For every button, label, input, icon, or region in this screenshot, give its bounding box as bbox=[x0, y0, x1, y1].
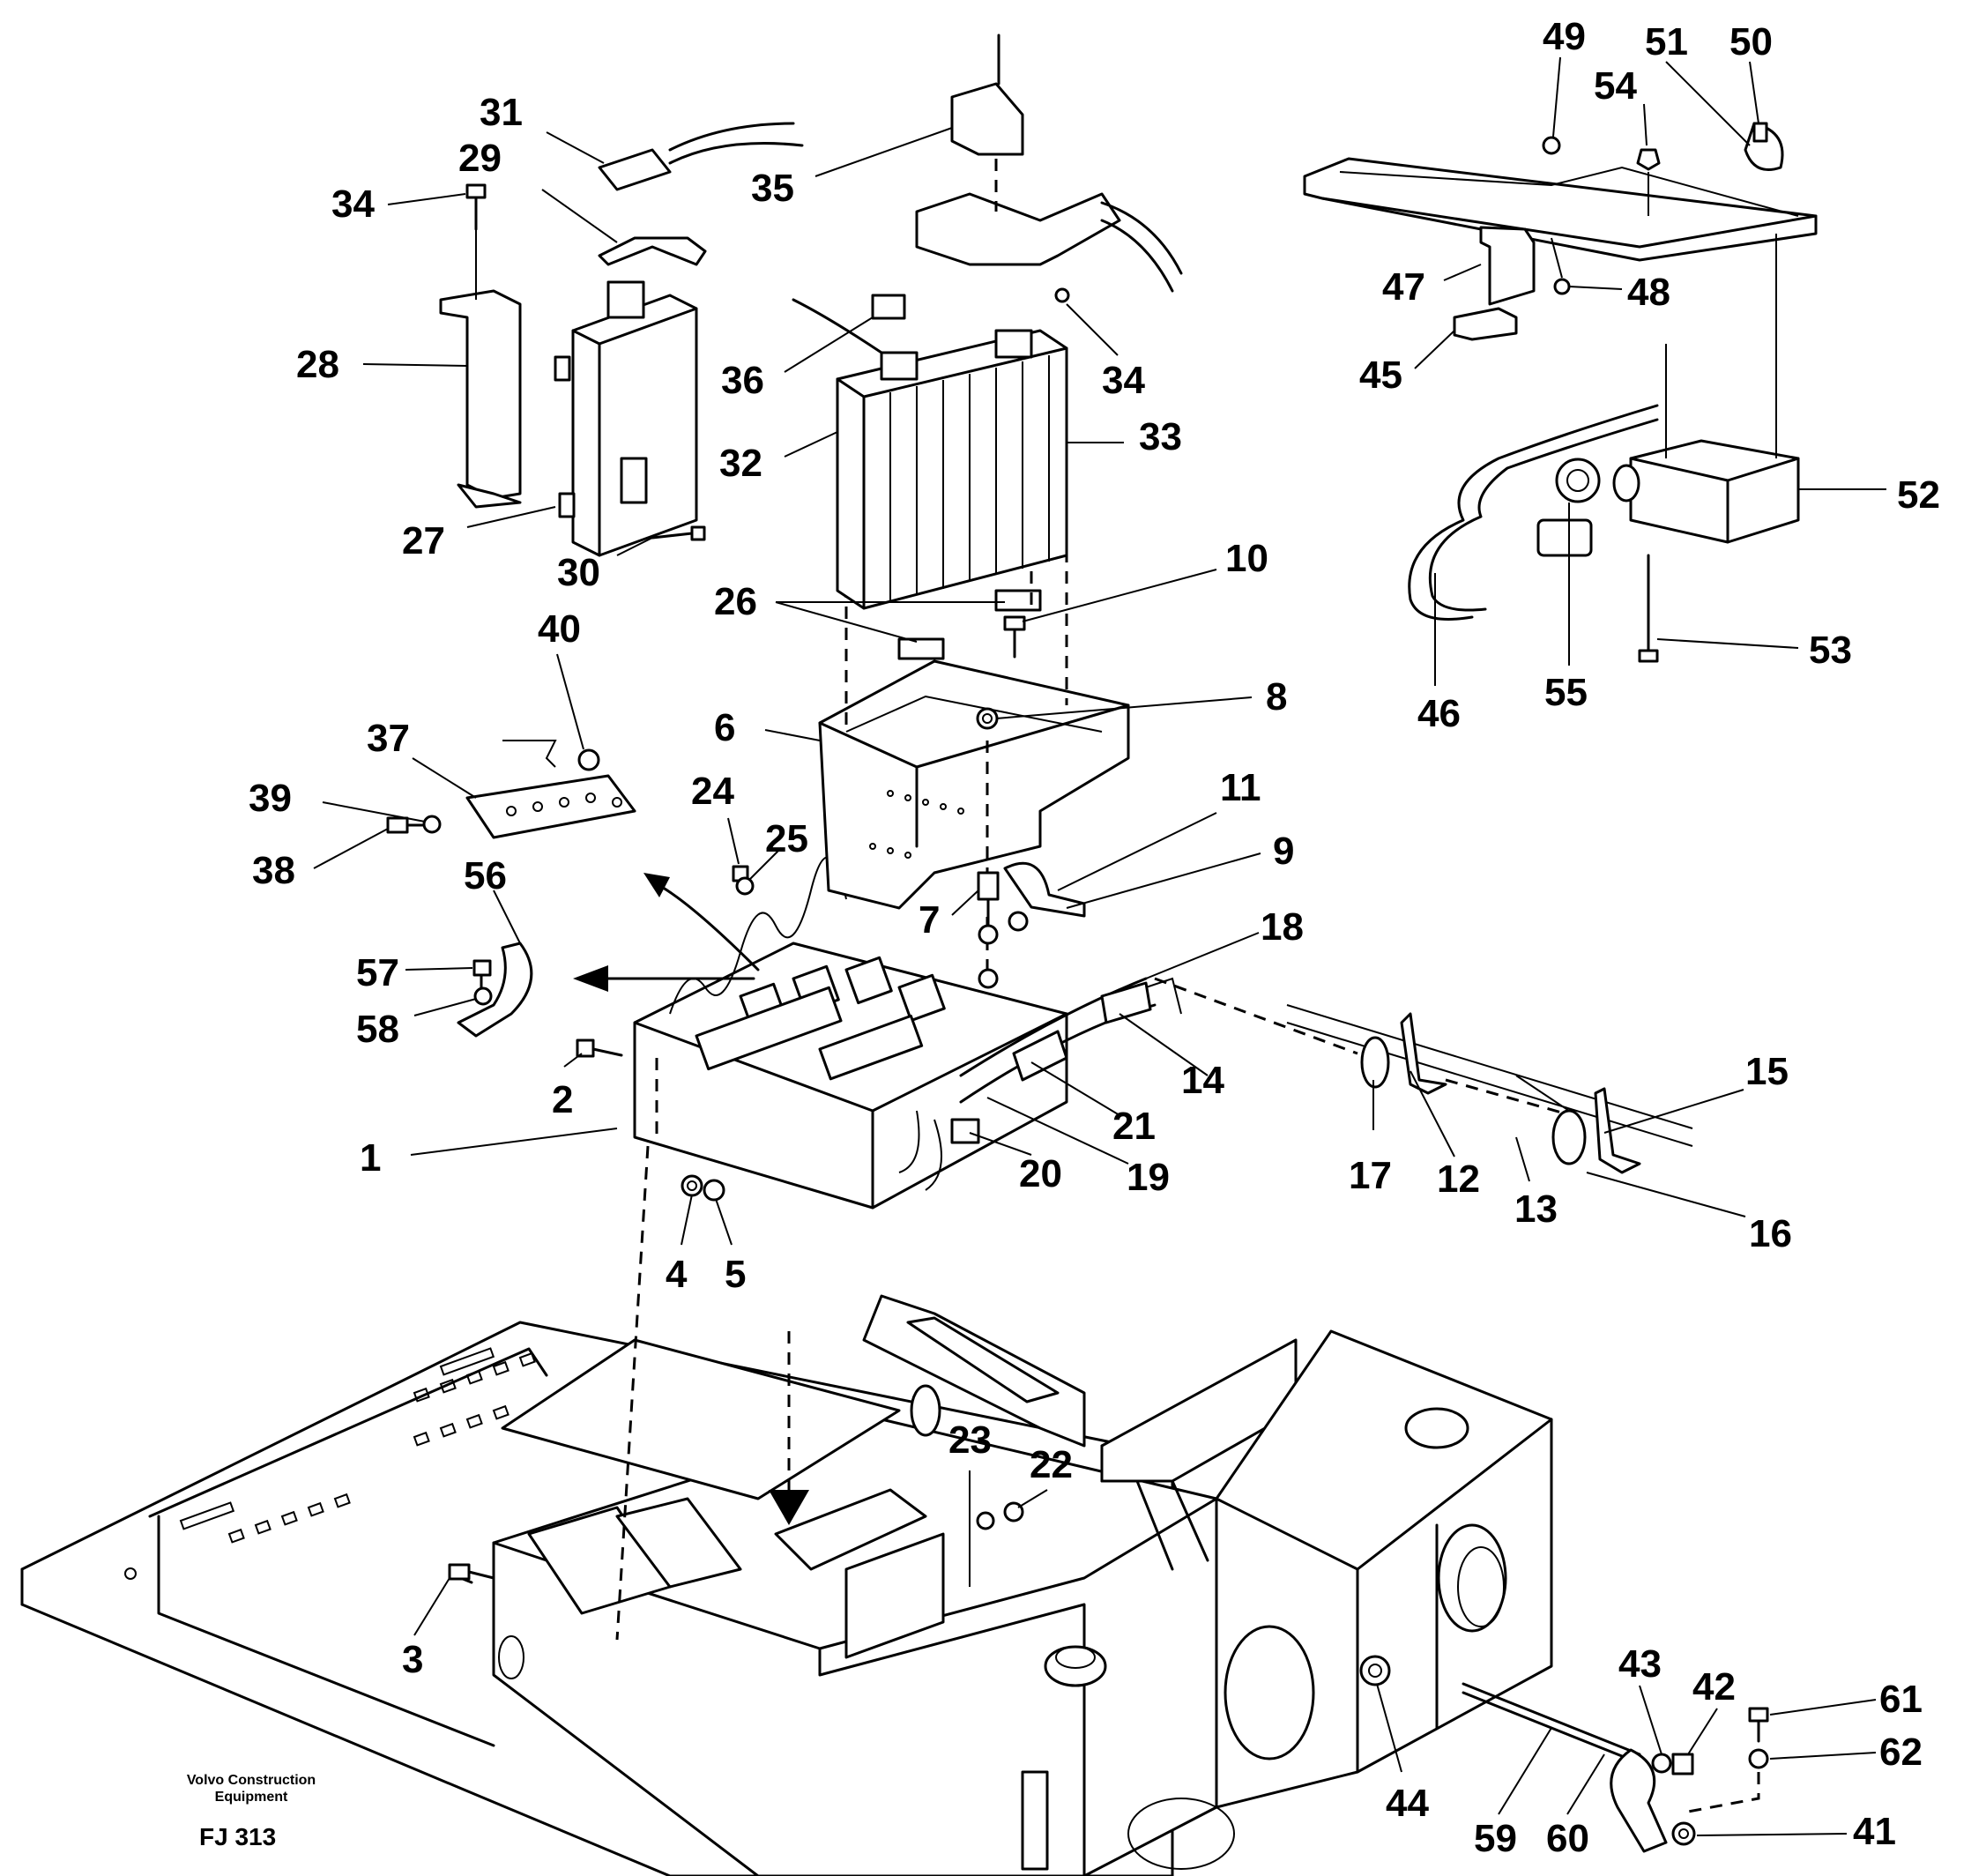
label-42: 42 bbox=[1692, 1665, 1736, 1708]
label-48: 48 bbox=[1627, 271, 1670, 314]
battery-cable-assembly bbox=[915, 34, 1183, 303]
control-unit bbox=[439, 122, 804, 557]
label-24: 24 bbox=[691, 770, 734, 813]
label-57: 57 bbox=[356, 951, 399, 994]
label-52: 52 bbox=[1897, 473, 1940, 517]
label-35: 35 bbox=[751, 167, 794, 210]
terminal-strip bbox=[386, 740, 760, 992]
label-22: 22 bbox=[1030, 1443, 1073, 1486]
label-62: 62 bbox=[1879, 1731, 1923, 1774]
label-40: 40 bbox=[538, 607, 581, 651]
label-23: 23 bbox=[948, 1418, 992, 1462]
batteries bbox=[792, 294, 1068, 610]
label-58: 58 bbox=[356, 1008, 399, 1051]
label-17: 17 bbox=[1349, 1154, 1392, 1197]
label-43: 43 bbox=[1618, 1642, 1662, 1686]
central-electrical-box bbox=[576, 856, 1182, 1641]
label-4: 4 bbox=[666, 1253, 688, 1296]
label-6: 6 bbox=[714, 706, 735, 749]
label-50: 50 bbox=[1729, 20, 1773, 63]
label-25: 25 bbox=[765, 817, 808, 860]
label-27: 27 bbox=[402, 519, 445, 562]
label-31: 31 bbox=[480, 91, 523, 134]
label-11: 11 bbox=[1220, 766, 1261, 809]
cover-holes bbox=[869, 790, 964, 859]
label-19: 19 bbox=[1127, 1156, 1170, 1199]
label-10: 10 bbox=[1225, 537, 1268, 580]
cover-box bbox=[732, 529, 1130, 989]
label-55: 55 bbox=[1544, 671, 1588, 714]
mounting-plate bbox=[1303, 122, 1818, 663]
label-32: 32 bbox=[719, 442, 762, 485]
label-26: 26 bbox=[714, 580, 757, 623]
label-20: 20 bbox=[1019, 1152, 1062, 1195]
credit-line-1: Volvo Construction bbox=[186, 1773, 316, 1788]
label-45: 45 bbox=[1359, 354, 1402, 397]
bracket-56 bbox=[457, 942, 533, 1038]
label-54: 54 bbox=[1594, 64, 1637, 108]
base-frame bbox=[20, 1294, 1641, 1876]
credit-line-2: Equipment bbox=[214, 1790, 288, 1805]
label-16: 16 bbox=[1749, 1212, 1792, 1255]
label-7: 7 bbox=[919, 898, 940, 942]
label-1: 1 bbox=[360, 1136, 381, 1180]
label-33: 33 bbox=[1139, 415, 1182, 458]
label-2: 2 bbox=[552, 1078, 573, 1121]
label-46: 46 bbox=[1417, 692, 1461, 735]
label-34-right: 34 bbox=[1102, 359, 1145, 402]
label-12: 12 bbox=[1437, 1158, 1480, 1201]
label-37: 37 bbox=[367, 717, 410, 760]
leader-lines bbox=[313, 56, 1886, 1836]
label-47: 47 bbox=[1382, 265, 1425, 309]
deck-slots bbox=[179, 1347, 536, 1544]
label-60: 60 bbox=[1546, 1817, 1589, 1860]
label-41: 41 bbox=[1853, 1810, 1896, 1853]
manufacturer-credit: Volvo Construction Equipment bbox=[167, 1772, 335, 1805]
label-53: 53 bbox=[1809, 629, 1852, 672]
label-3: 3 bbox=[402, 1638, 423, 1681]
label-61: 61 bbox=[1879, 1678, 1923, 1721]
label-21: 21 bbox=[1112, 1105, 1156, 1148]
label-44: 44 bbox=[1386, 1782, 1429, 1825]
drawing-code: FJ 313 bbox=[199, 1823, 277, 1850]
cable-clamps bbox=[1154, 977, 1693, 1174]
label-13: 13 bbox=[1514, 1187, 1558, 1231]
label-8: 8 bbox=[1266, 675, 1287, 718]
label-5: 5 bbox=[725, 1253, 746, 1296]
label-14: 14 bbox=[1181, 1059, 1224, 1102]
label-39: 39 bbox=[249, 777, 292, 820]
label-15: 15 bbox=[1745, 1050, 1789, 1093]
label-49: 49 bbox=[1543, 15, 1586, 58]
label-18: 18 bbox=[1261, 905, 1304, 949]
label-30: 30 bbox=[557, 551, 600, 594]
label-38: 38 bbox=[252, 849, 295, 892]
ground-strap bbox=[1610, 1707, 1769, 1853]
label-34-left: 34 bbox=[331, 182, 375, 226]
label-29: 29 bbox=[458, 137, 502, 180]
label-9: 9 bbox=[1273, 830, 1294, 873]
label-51: 51 bbox=[1645, 20, 1688, 63]
label-36: 36 bbox=[721, 359, 764, 402]
label-59: 59 bbox=[1474, 1817, 1517, 1860]
part-labels: 1 2 3 4 5 6 7 8 9 10 11 12 13 14 15 16 1… bbox=[249, 15, 1940, 1860]
label-28: 28 bbox=[296, 343, 339, 386]
label-56: 56 bbox=[464, 854, 507, 897]
